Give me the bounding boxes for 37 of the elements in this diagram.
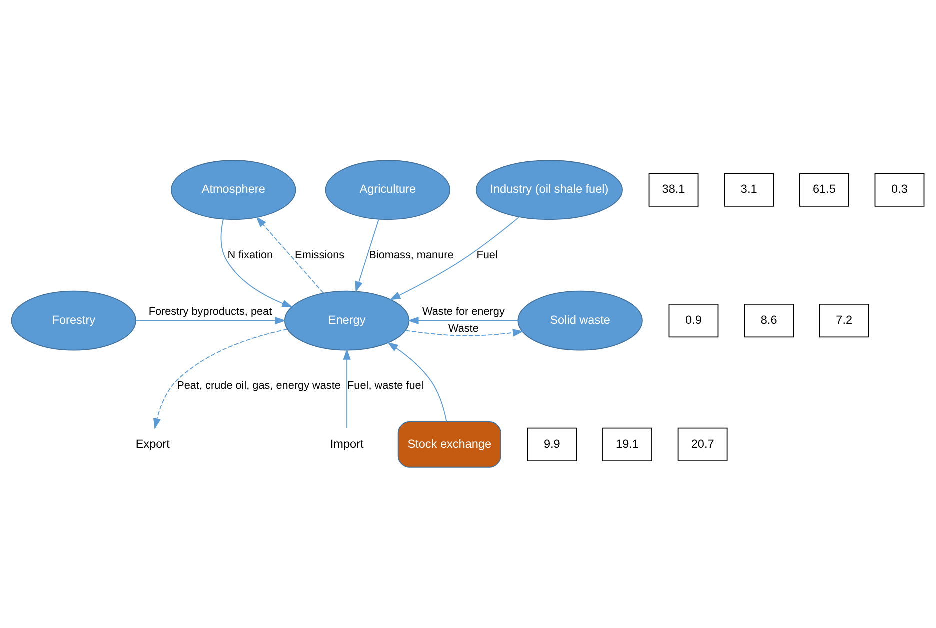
edge-label: Waste <box>448 323 479 336</box>
arrow <box>408 316 518 325</box>
edge-label: Fuel, waste fuel <box>348 380 424 392</box>
edge-label: Waste for energy <box>422 306 505 318</box>
arrow <box>343 348 351 428</box>
node-box: 19.1 <box>602 428 652 462</box>
edge-label: Emissions <box>295 249 345 262</box>
node-box: 20.7 <box>678 428 728 462</box>
node-box: 38.1 <box>648 173 699 207</box>
edge-label: Biomass, manure <box>369 249 454 262</box>
node-ellipse: Agriculture <box>325 160 451 220</box>
arrow <box>220 218 294 308</box>
node-ellipse: Atmosphere <box>171 160 296 220</box>
arrow <box>256 216 324 294</box>
arrow <box>154 328 288 430</box>
edge-label: Forestry byproducts, peat <box>148 306 272 318</box>
arrow <box>355 218 380 293</box>
node-ellipse: Industry (oil shale fuel) <box>476 160 623 220</box>
node-box: 9.9 <box>527 428 578 462</box>
node-box: 8.6 <box>744 304 794 338</box>
node-box: 0.3 <box>874 173 925 207</box>
arrow <box>387 342 448 422</box>
arrow <box>390 216 520 300</box>
edge-label: Peat, crude oil, gas, energy waste <box>177 380 341 392</box>
node-box: 3.1 <box>724 173 774 207</box>
edge-label: Fuel <box>476 249 498 262</box>
arrow <box>405 329 524 337</box>
node-text: Import <box>330 438 364 451</box>
arrow <box>136 316 286 325</box>
node-box: 7.2 <box>819 304 870 338</box>
node-ellipse: Solid waste <box>518 290 643 351</box>
node-box: Stock exchange <box>398 422 502 468</box>
node-ellipse: Forestry <box>11 290 137 351</box>
node-box: 61.5 <box>799 173 850 207</box>
edge-label: N fixation <box>228 249 274 262</box>
node-box: 0.9 <box>668 304 719 338</box>
node-text: Export <box>136 438 170 451</box>
